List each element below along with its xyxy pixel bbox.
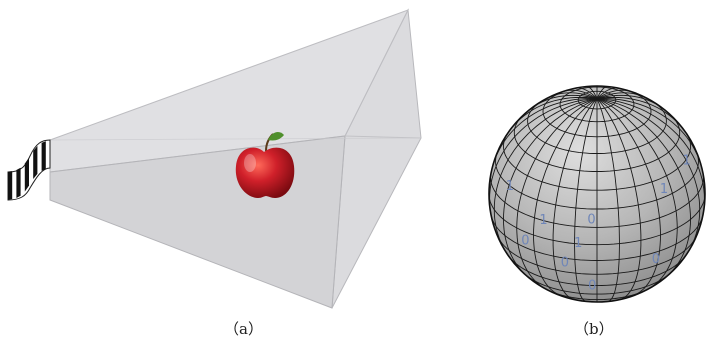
sphere-parallel [513,114,681,172]
sensor-stripe [24,157,29,192]
sphere-parallel [527,100,667,154]
sphere-meridian [516,98,598,290]
sphere-parallel [503,132,691,191]
sphere-meridian [596,98,620,302]
caption-panel-a: （a） [224,320,263,338]
sphere-parallel [559,86,635,123]
sphere-meridian [596,98,678,290]
sphere-parallel [495,151,699,210]
sphere-parallel [497,236,697,275]
sphere-meridian [596,98,705,220]
caption-panel-b: （b） [574,320,614,338]
apple-leaf [268,132,284,141]
sphere-bit-label: 0 [561,256,569,271]
apple-object [235,132,295,198]
sphere-meridian [533,98,598,297]
sensor-stripe [33,145,38,180]
sphere-parallel [577,90,617,110]
panel-a-frustum [7,8,422,309]
sphere-outline [488,85,706,303]
sphere-bit-label: 0 [521,234,529,249]
sphere-bit-label: 0 [652,252,660,267]
striped-sensor [7,139,51,201]
sphere-parallel [490,215,704,261]
frustum-edge-front [344,135,422,139]
sphere-parallel [490,172,704,228]
frustum-edge-hidden [49,137,422,141]
sensor-stripe [8,171,13,200]
sphere-bit-label: 1 [682,154,690,169]
sphere-bit-label: 0 [587,213,595,228]
sphere-parallel [542,86,652,138]
sphere-parallel [489,193,705,246]
sensor-stripe [16,167,21,199]
sphere-parallel [523,272,671,295]
sphere-meridian [489,98,598,220]
sphere-bit-label: 0 [588,278,596,293]
sphere-meridian [503,98,598,280]
sphere-meridian [596,98,642,301]
sphere-meridian [574,98,598,302]
sphere-bit-label: 1 [506,179,514,194]
sphere-parallel [507,254,687,287]
sphere-bit-label: 1 [539,213,547,228]
sphere-bit-label: 1 [660,182,668,197]
sphere-bit-label: 1 [574,236,582,251]
sphere-meridian [552,98,598,301]
sphere-meridian [596,98,691,280]
sphere-meridian [596,98,661,297]
sensor-stripe [41,141,46,171]
